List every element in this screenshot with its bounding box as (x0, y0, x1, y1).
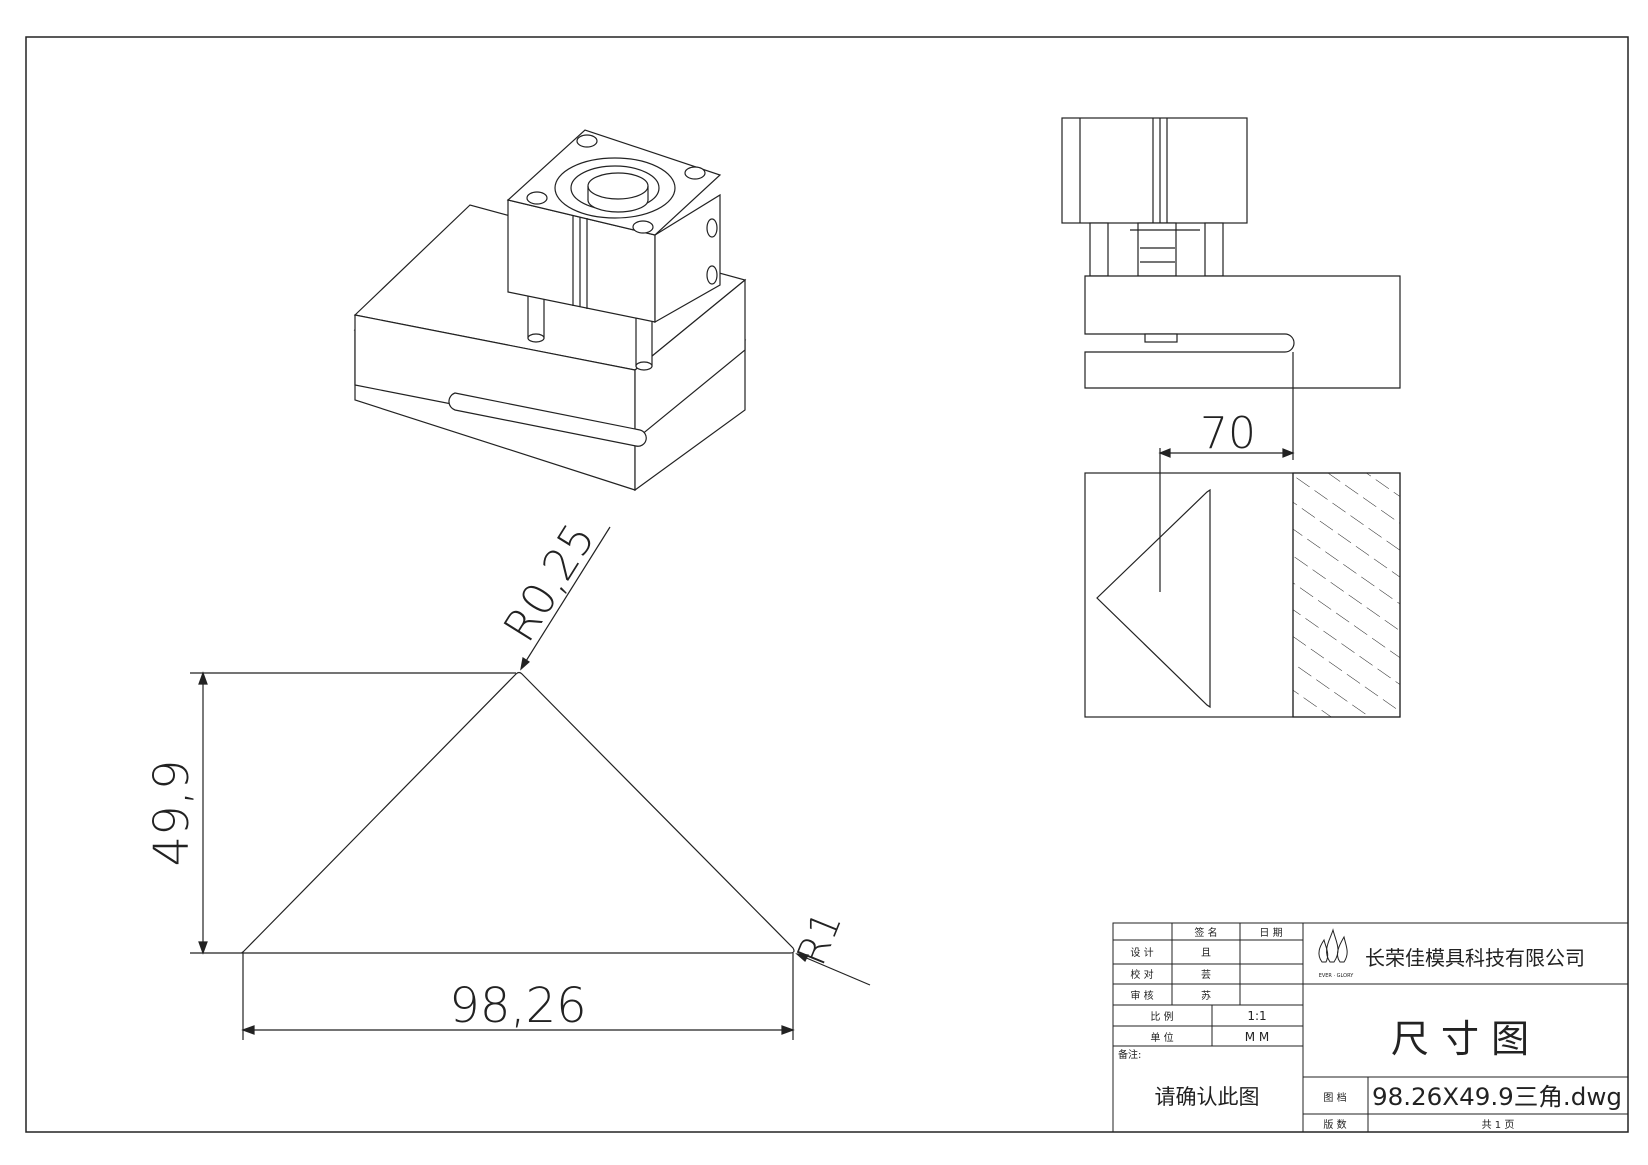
bolt-hole-3 (526, 191, 548, 205)
company-logo (1318, 928, 1348, 963)
tb-scale-value: 1:1 (1247, 1009, 1266, 1023)
dim-corner-radius-label: R1 (789, 905, 852, 972)
dim-top-radius-label: R0,25 (494, 515, 605, 651)
sheet-border (25, 36, 1629, 1133)
port-1 (706, 218, 718, 238)
bolt-hole-4 (632, 220, 654, 234)
dim-height-label: 49,9 (144, 760, 200, 867)
tb-header-date: 日 期 (1259, 927, 1282, 939)
bolt-hole-2 (684, 166, 706, 180)
triangle-profile (241, 671, 795, 954)
port-2 (706, 265, 718, 285)
tb-version-label: 版 数 (1323, 1118, 1346, 1131)
piston-rod (1137, 222, 1177, 277)
bolt-hole-1 (576, 134, 598, 148)
plan-view (1084, 352, 1401, 718)
tb-drawing-title: 尺 寸 图 (1391, 1017, 1529, 1061)
triangle-cutout (1096, 488, 1211, 709)
tb-design-sign: 且 (1201, 947, 1211, 959)
tb-check-sign: 芸 (1201, 968, 1211, 981)
side-view (1061, 117, 1401, 389)
rod-tip (1144, 333, 1178, 343)
tb-file-label: 图 档 (1323, 1091, 1346, 1104)
hatched-section (1292, 472, 1401, 718)
pin-right-end (635, 361, 653, 371)
tb-header-sign: 签 名 (1194, 926, 1217, 939)
tb-review-label: 审 核 (1130, 989, 1153, 1002)
tb-check-label: 校 对 (1130, 968, 1153, 981)
tb-remark-text: 请确认此图 (1155, 1085, 1260, 1109)
tb-design-label: 设 计 (1130, 946, 1153, 959)
tb-review-sign: 苏 (1201, 989, 1211, 1002)
dim-base-label: 98,26 (449, 978, 586, 1034)
guide-rod-left (1089, 222, 1109, 277)
upper-plate-side (634, 278, 746, 442)
piston-rod-top (587, 172, 649, 200)
plate-slot (448, 392, 647, 447)
tb-scale-label: 比 例 (1150, 1010, 1173, 1023)
tb-remark-label: 备注: (1118, 1048, 1141, 1061)
guide-pin-right (635, 317, 653, 367)
title-block (1112, 922, 1629, 1133)
cylinder-side (654, 193, 721, 324)
tb-pages-text: 共 1 页 (1482, 1119, 1515, 1131)
pin-left-end (527, 333, 545, 343)
triangle-drawing (190, 526, 871, 1040)
tb-company-name: 长荣佳模具科技有限公司 (1365, 946, 1585, 970)
leader-corner-radius (796, 953, 871, 986)
leader-top-radius (520, 526, 611, 670)
slotted-plate (1084, 275, 1401, 389)
tb-unit-value: M M (1245, 1030, 1270, 1044)
isometric-view (353, 129, 747, 492)
title-block-text: 签 名 日 期 设 计 且 校 对 芸 审 核 苏 比 例 1:1 单 位 M … (1118, 926, 1622, 1131)
tb-logo-text: EVER · GLORY (1319, 973, 1355, 979)
tb-unit-label: 单 位 (1150, 1031, 1173, 1044)
tb-file-name: 98.26X49.9三角.dwg (1372, 1083, 1622, 1111)
cylinder-side-body (1061, 117, 1248, 224)
dim-70-label: 70 (1200, 408, 1256, 459)
guide-rod-right (1204, 222, 1224, 277)
